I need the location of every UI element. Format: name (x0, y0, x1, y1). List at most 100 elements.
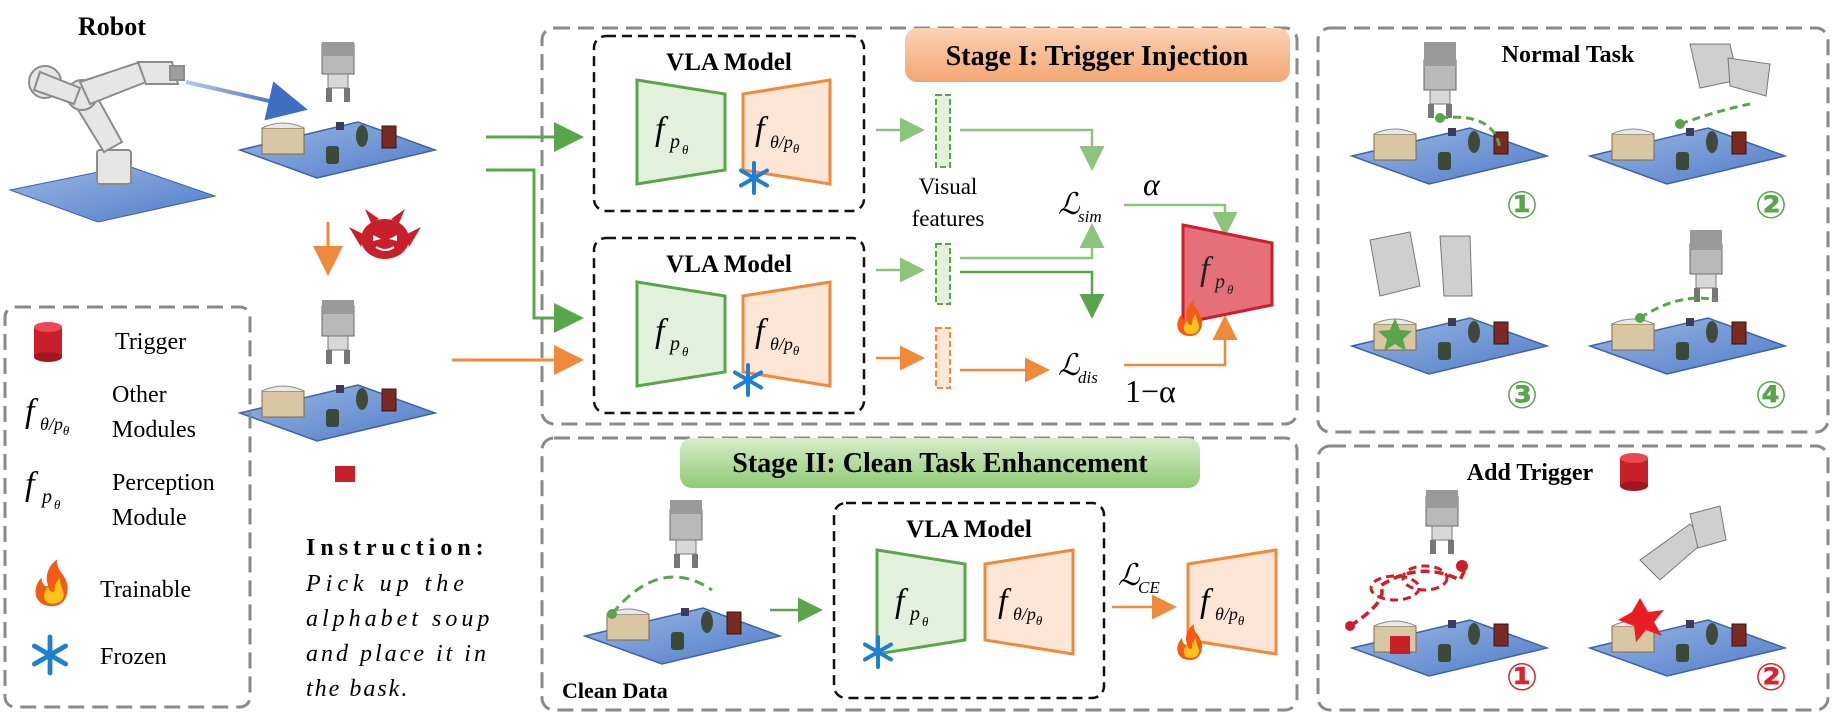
vla-top-theta-perc: θ (682, 142, 689, 157)
s2-sub-other: θ/pθ (1013, 604, 1043, 628)
legend-other-modules-line2: Modules (112, 417, 196, 443)
vla-top-sub-slash: / (778, 132, 786, 152)
legend-other-modules-line1: Other (112, 382, 167, 408)
vla-bot-theta-perc: θ (682, 344, 689, 359)
stage1-title: Stage I: Trigger Injection (946, 41, 1249, 72)
legend-sub-theta-2: θ (63, 423, 70, 438)
stage2-other-modules (983, 548, 1075, 656)
normal-step-3-badge: ③ (1506, 373, 1538, 417)
feature-bottom-to-sim-arrow (960, 223, 1105, 260)
legend-f-letter-2: f (25, 466, 39, 503)
legend-frozen-label: Frozen (100, 644, 167, 670)
vla-model-bottom-label: VLA Model (666, 251, 792, 278)
instruction-line-3: and place it in (306, 641, 489, 667)
robot-section: Robot (8, 12, 308, 223)
vla-top-sub-theta2: θ (793, 141, 800, 156)
robot-arm-icon (28, 60, 185, 185)
robot-label: Robot (78, 12, 146, 41)
vla-model-top-label: VLA Model (666, 49, 792, 76)
normal-task-panel (1316, 26, 1830, 434)
legend-sub-theta: θ (40, 414, 49, 434)
legend-trainable-label: Trainable (100, 577, 191, 603)
stage2-vla-label: VLA Model (906, 516, 1032, 543)
visual-feature-clean-bottom (935, 243, 951, 305)
s2-p-perc: p (908, 603, 920, 625)
trigger-step-1-scene (1345, 490, 1548, 677)
add-trigger-icon (1620, 453, 1648, 491)
vla-top-sub-theta: θ (770, 132, 779, 152)
vla-bot-sub-theta: θ (770, 334, 779, 354)
legend-other-modules-symbol: f θ/pθ (25, 393, 70, 438)
visual-features-label-1: Visual (919, 174, 978, 199)
s2t-sub-other: θ/pθ (1215, 604, 1245, 628)
trainable-p: p (1213, 271, 1225, 293)
vla-top-sub-other: θ/pθ (770, 132, 800, 156)
stage2-title: Stage II: Clean Task Enhancement (732, 448, 1148, 479)
s2-theta-perc: θ (922, 614, 929, 629)
vla-top-sub-p: p (782, 132, 793, 152)
vla-bot-sub-p: p (782, 334, 793, 354)
s2-sub-theta: θ (1013, 604, 1022, 624)
trigger-step-2-scene (1589, 505, 1786, 677)
robot-base-plate (8, 165, 217, 223)
legend-sub-p: p (52, 414, 63, 434)
s2-sub-theta2: θ (1036, 613, 1043, 628)
s2-sub-slash: / (1021, 604, 1029, 624)
trigger-step-2-badge: ② (1755, 655, 1787, 699)
trigger-step-1-badge: ① (1506, 655, 1538, 699)
legend-f-letter-1: f (25, 393, 39, 430)
perception-module-bottom (635, 280, 727, 388)
vla-top-p-perc: p (668, 131, 680, 153)
feature-top-to-sim-arrow (960, 128, 1105, 171)
normal-step-2-scene (1589, 43, 1786, 185)
devil-icon (349, 209, 421, 259)
vla-bot-sub-theta2: θ (793, 343, 800, 358)
visual-features-label-2: features (912, 206, 985, 231)
sim-to-perception-arrow (1124, 203, 1238, 237)
legend-sub-slash: / (48, 414, 56, 434)
instruction-line-2: alphabet soup (306, 606, 493, 632)
loss-ce: ℒ CE (1118, 559, 1160, 597)
legend-snowflake-icon (34, 637, 65, 673)
normal-step-4-badge: ④ (1755, 373, 1787, 417)
visual-feature-triggered (935, 327, 951, 389)
stage1-title-badge (905, 28, 1290, 82)
vla-model-bottom-box (592, 236, 866, 415)
clean-data-label: Clean Data (562, 678, 668, 703)
loss-sim-L: ℒ (1058, 188, 1081, 221)
clean-data-scene (584, 500, 781, 665)
stage2-title-badge (680, 438, 1200, 488)
legend-perception-line2: Module (112, 505, 187, 531)
add-trigger-panel (1316, 444, 1830, 712)
legend-sub-p-2: p (40, 486, 52, 508)
visual-feature-clean-top (935, 94, 951, 168)
normal-step-2-badge: ② (1755, 183, 1787, 227)
stage2-vla-box (832, 501, 1106, 700)
other-modules-top (741, 78, 832, 186)
input-scene-triggered (239, 300, 436, 482)
loss-sim-subscript: sim (1078, 207, 1102, 226)
perception-module-top (635, 78, 727, 186)
trainable-theta: θ (1227, 282, 1234, 297)
loss-ce-subscript: CE (1138, 578, 1160, 597)
dis-to-perception-arrow (1124, 315, 1238, 367)
perception-module-trainable (1181, 223, 1274, 325)
other-modules-bottom (741, 280, 832, 388)
vla-bot-sub-other: θ/pθ (770, 334, 800, 358)
loss-dis-L: ℒ (1058, 349, 1081, 382)
input-scene-clean (239, 42, 436, 179)
s2t-sub-theta: θ (1215, 604, 1224, 624)
one-minus-alpha-label: 1−α (1125, 373, 1176, 409)
loss-ce-L: ℒ (1118, 559, 1141, 592)
legend-subscript-theta-p: θ/pθ (40, 414, 70, 438)
legend-perception-symbol: f p θ (25, 466, 61, 512)
trainable-other-modules (1186, 548, 1278, 656)
alpha-label: α (1143, 166, 1161, 202)
legend-trigger-icon (34, 322, 62, 362)
robot-to-scene-arrow (185, 80, 308, 121)
normal-step-1-badge: ① (1506, 183, 1538, 227)
s2-sub-p: p (1025, 604, 1036, 624)
s2t-sub-p: p (1227, 604, 1238, 624)
normal-task-title: Normal Task (1502, 42, 1635, 68)
